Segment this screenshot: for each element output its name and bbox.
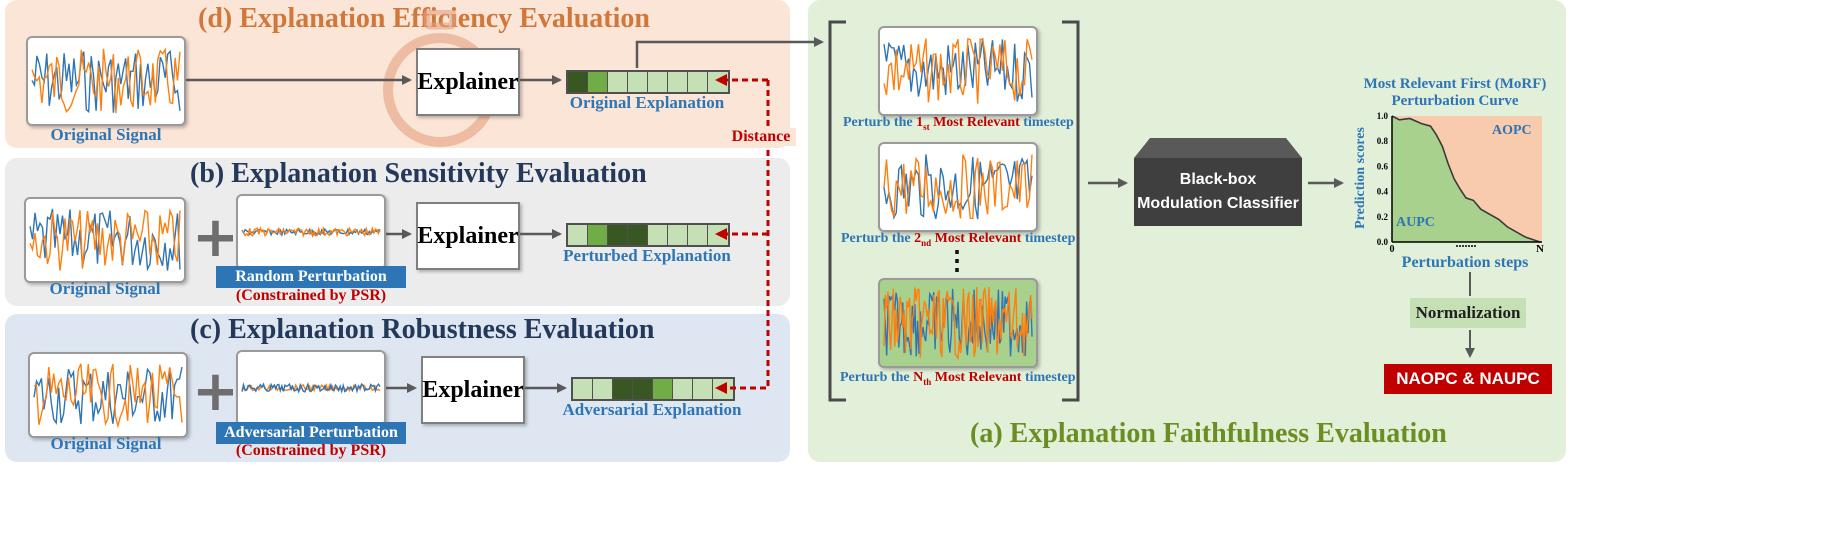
random-perturbation-plot bbox=[236, 194, 386, 270]
perturbed-signal-2-plot bbox=[878, 142, 1038, 232]
aupc-region bbox=[1392, 116, 1540, 242]
perturbed-explanation-label: Perturbed Explanation bbox=[563, 246, 731, 265]
x-tick-end: N bbox=[1536, 243, 1544, 255]
explanation-cell bbox=[613, 379, 633, 399]
signal-wave-orange bbox=[29, 208, 181, 271]
plus-icon: + bbox=[192, 359, 239, 424]
morf-curve-chart: 1.0 0.8 0.6 0.4 0.2 0.0 0 N AOPC AUPC Predict… bbox=[1353, 111, 1544, 255]
explanation-cell bbox=[653, 379, 673, 399]
bracket-right bbox=[1062, 20, 1080, 402]
adversarial-perturbation-banner: Adversarial Perturbation bbox=[216, 422, 406, 444]
arrow-to-faithfulness bbox=[635, 37, 824, 68]
noise-wave-orange bbox=[241, 225, 381, 239]
explanation-cell bbox=[608, 225, 628, 245]
plus-icon: + bbox=[192, 205, 239, 270]
explanation-cell bbox=[668, 225, 688, 245]
sensitivity-title: (b) Explanation Sensitivity Evaluation bbox=[190, 158, 647, 189]
vertical-ellipsis: ⋮ bbox=[944, 246, 970, 275]
perturb-label-n: Perturb the Nth Most Relevant timestep bbox=[840, 370, 1076, 387]
noise-wave-blue bbox=[241, 381, 381, 394]
random-perturbation-banner: Random Perturbation bbox=[216, 266, 406, 288]
signal-wave-blue bbox=[29, 208, 181, 272]
explanation-cell bbox=[573, 379, 593, 399]
y-tick-label: 0.0 bbox=[1377, 237, 1389, 247]
explanation-cell bbox=[648, 225, 668, 245]
explanation-cell bbox=[688, 72, 708, 92]
signal-wave-orange bbox=[883, 37, 1033, 104]
y-tick-label: 0.8 bbox=[1377, 136, 1389, 146]
adversarial-explanation-label: Adversarial Explanation bbox=[562, 400, 742, 419]
psr-constraint-label: (Constrained by PSR) bbox=[235, 287, 387, 304]
distance-line-adversarial bbox=[715, 80, 770, 394]
original-signal-label: Original Signal bbox=[49, 279, 161, 298]
explanation-cell bbox=[588, 72, 608, 92]
perturb-label-1: Perturb the 1st Most Relevant timestep bbox=[843, 115, 1074, 132]
perturbed-explanation-bar bbox=[566, 223, 730, 247]
signal-wave-orange bbox=[33, 363, 183, 429]
classifier-line-2: Modulation Classifier bbox=[1137, 195, 1299, 212]
curve-title-1: Most Relevant First (MoRF) bbox=[1363, 76, 1547, 92]
explanation-cell bbox=[688, 225, 708, 245]
explanation-cell bbox=[593, 379, 613, 399]
morf-curve-line bbox=[1391, 115, 1541, 243]
explanation-cell bbox=[673, 379, 693, 399]
explanation-cell bbox=[568, 72, 588, 92]
signal-wave-orange bbox=[31, 47, 181, 114]
explanation-cell bbox=[608, 72, 628, 92]
psr-constraint-label: (Constrained by PSR) bbox=[235, 442, 387, 459]
explanation-cell bbox=[628, 225, 648, 245]
adversarial-explanation-bar bbox=[571, 377, 735, 401]
original-signal-plot bbox=[28, 352, 188, 438]
signal-wave-blue bbox=[883, 154, 1033, 220]
original-signal-label: Original Signal bbox=[50, 434, 162, 453]
black-box-classifier: Black-box Modulation Classifier bbox=[1134, 158, 1302, 226]
explanation-cell bbox=[628, 72, 648, 92]
signal-wave-blue bbox=[33, 366, 183, 426]
y-tick-label: 0.6 bbox=[1377, 161, 1389, 171]
y-tick-label: 0.2 bbox=[1377, 212, 1389, 222]
adversarial-perturbation-plot bbox=[236, 350, 386, 426]
y-tick-label: 0.4 bbox=[1377, 187, 1389, 197]
perturb-label-2: Perturb the 2nd Most Relevant timestep bbox=[841, 231, 1076, 248]
explanation-cell bbox=[668, 72, 688, 92]
signal-wave-orange bbox=[883, 154, 1033, 220]
explainer-box: Explainer bbox=[416, 48, 520, 116]
original-signal-plot bbox=[24, 197, 186, 283]
explanation-cell bbox=[568, 225, 588, 245]
explainer-box: Explainer bbox=[421, 356, 525, 424]
noise-wave-blue bbox=[883, 288, 1033, 357]
explanation-cell bbox=[648, 72, 668, 92]
original-signal-label: Original Signal bbox=[50, 125, 162, 144]
x-axis-label: Perturbation steps bbox=[1401, 254, 1529, 271]
faithfulness-title: (a) Explanation Faithfulness Evaluation bbox=[970, 418, 1447, 449]
y-tick-label: 1.0 bbox=[1377, 111, 1389, 121]
aopc-label: AOPC bbox=[1492, 123, 1532, 138]
explainer-box: Explainer bbox=[416, 202, 520, 270]
explanation-cell bbox=[588, 225, 608, 245]
noise-wave-blue bbox=[241, 227, 381, 238]
robustness-title: (c) Explanation Robustness Evaluation bbox=[190, 314, 655, 345]
perturbed-signal-n-plot bbox=[878, 278, 1038, 368]
normalization-box: Normalization bbox=[1410, 298, 1526, 328]
aupc-label: AUPC bbox=[1396, 215, 1435, 230]
noise-wave-orange bbox=[883, 286, 1033, 361]
original-signal-plot bbox=[26, 36, 186, 126]
curve-title-2: Perturbation Curve bbox=[1391, 93, 1519, 109]
explanation-cell bbox=[633, 379, 653, 399]
perturbed-signal-1-plot bbox=[878, 26, 1038, 116]
distance-label: Distance bbox=[726, 128, 796, 146]
x-tick-start: 0 bbox=[1390, 244, 1395, 255]
y-axis-label: Prediction scores bbox=[1353, 127, 1368, 229]
original-explanation-label: Original Explanation bbox=[569, 93, 725, 112]
original-explanation-bar bbox=[566, 70, 730, 94]
naopc-naupc-result: NAOPC & NAUPC bbox=[1384, 364, 1552, 394]
classifier-roof bbox=[1134, 138, 1302, 158]
bracket-left bbox=[828, 20, 846, 402]
explanation-cell bbox=[693, 379, 713, 399]
classifier-line-1: Black-box bbox=[1179, 171, 1257, 188]
